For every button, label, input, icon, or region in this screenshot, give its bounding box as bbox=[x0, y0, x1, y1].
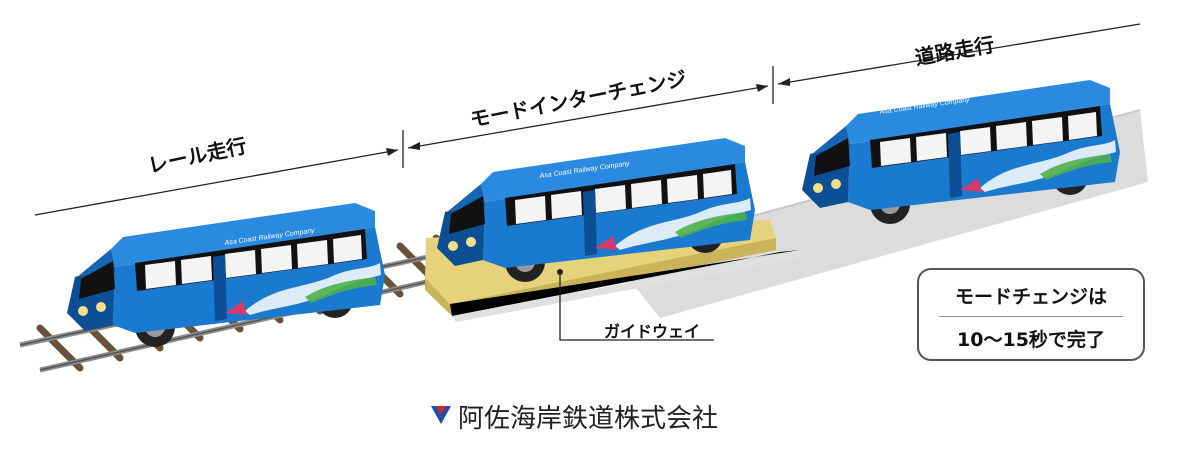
bus-rail-mode: Asa Coast Railway Company bbox=[67, 203, 385, 347]
guideway-leader-line bbox=[559, 272, 714, 341]
note-line-2: 10～15秒で完了 bbox=[957, 329, 1105, 351]
company-logo-icon bbox=[431, 406, 451, 424]
note-divider bbox=[939, 316, 1123, 317]
note-line-1: モードチェンジは bbox=[954, 286, 1107, 308]
company-name: 阿佐海岸鉄道株式会社 bbox=[458, 404, 719, 434]
phase-dimension-lines bbox=[34, 23, 1141, 216]
mode-change-note: モードチェンジは 10～15秒で完了 bbox=[917, 268, 1145, 361]
guideway-label: ガイドウェイ bbox=[604, 322, 701, 341]
dimension-arrows bbox=[386, 78, 790, 156]
bus-mode-change: Asa Coast Railway Company bbox=[437, 138, 755, 282]
